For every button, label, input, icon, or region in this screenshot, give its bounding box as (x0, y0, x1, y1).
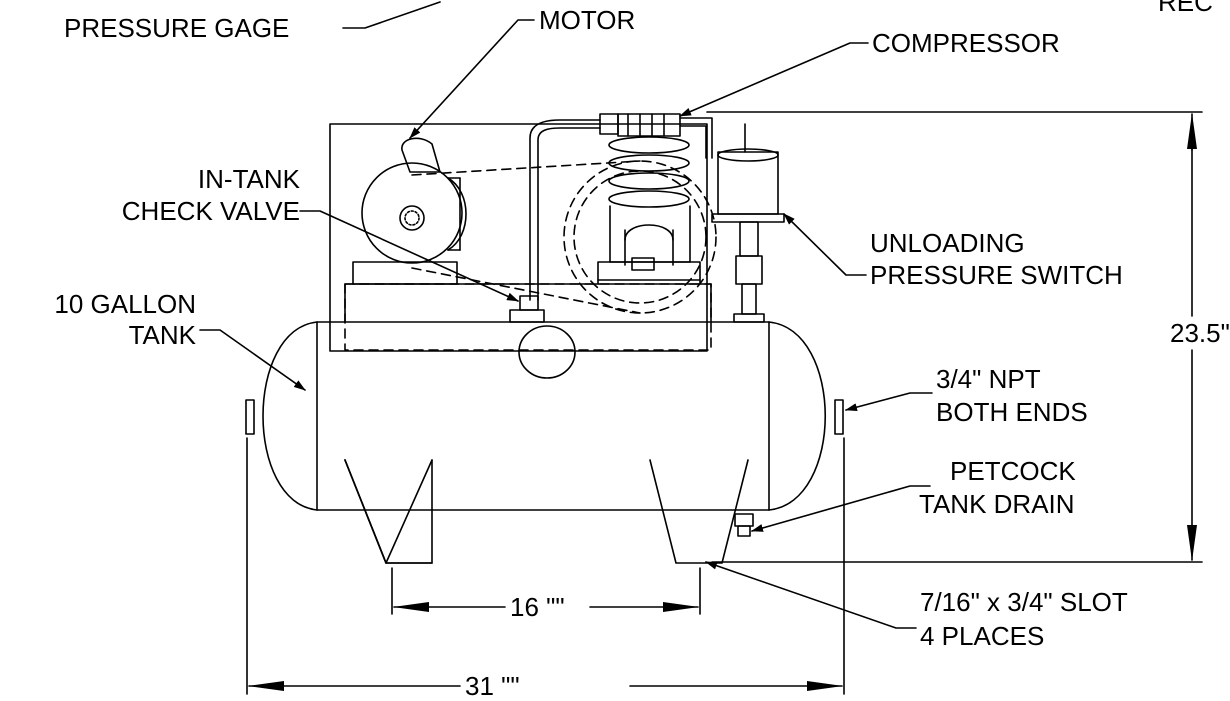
leader-pressure-switch (783, 213, 867, 276)
label-check-valve-2: CHECK VALVE (121, 196, 300, 226)
label-tank-2: TANK (128, 320, 196, 350)
leader-petcock (751, 485, 931, 532)
label-npt-1: 3/4" NPT (936, 364, 1041, 394)
leader-pressure-gage (342, 1, 441, 29)
label-pressure-gage: PRESSURE GAGE (64, 13, 290, 43)
back-plate (329, 123, 708, 352)
dimension-overall-length (246, 437, 845, 695)
label-check-valve-1: IN-TANK (197, 164, 300, 194)
pressure-switch (711, 123, 785, 323)
leader-slot (705, 561, 917, 629)
tank (245, 321, 844, 511)
dimension-height (706, 111, 1203, 563)
base-platform (344, 283, 712, 351)
motor (352, 137, 467, 285)
label-slot-2: 4 PLACES (920, 621, 1045, 651)
label-compressor: COMPRESSOR (872, 28, 1060, 58)
leader-compressor (679, 42, 869, 117)
dimension-foot-spacing (391, 567, 701, 615)
label-pressure-switch-2: PRESSURE SWITCH (870, 260, 1123, 290)
label-pressure-switch-1: UNLOADING (870, 228, 1025, 258)
label-height-dimension: 23.5" (1170, 318, 1230, 348)
petcock (734, 513, 754, 537)
leader-check-valve (299, 210, 519, 302)
tank-feet (344, 459, 749, 564)
belt-flywheel (411, 160, 717, 314)
leader-motor (409, 19, 535, 139)
leader-lines (199, 1, 933, 629)
leader-npt (845, 392, 933, 412)
label-petcock-1: PETCOCK (950, 456, 1076, 486)
label-overall-length: 31 "" (465, 671, 520, 701)
compressor-pump (529, 113, 713, 301)
label-foot-spacing: 16 "" (510, 592, 565, 622)
leader-tank (199, 329, 306, 391)
check-valve (509, 295, 545, 323)
label-motor: MOTOR (539, 5, 636, 35)
label-receiver-partial: REC (1158, 0, 1213, 17)
label-petcock-2: TANK DRAIN (919, 489, 1075, 519)
label-npt-2: BOTH ENDS (936, 397, 1088, 427)
label-slot-1: 7/16" x 3/4" SLOT (920, 587, 1128, 617)
label-tank-1: 10 GALLON (54, 289, 196, 319)
